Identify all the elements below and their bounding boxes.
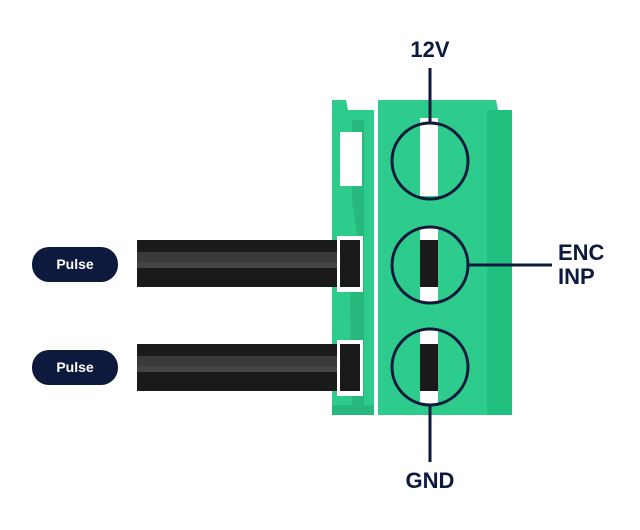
pulse-pill-1-label: Pulse xyxy=(56,256,94,272)
slot-gnd-wire xyxy=(420,344,438,391)
pulse-pill-2-bg xyxy=(32,350,118,385)
terminal-slot-gnd xyxy=(420,330,438,404)
terminal-block-edge-shade xyxy=(487,110,512,415)
label-inp: INP xyxy=(558,264,595,289)
wire-1-in-block-inner xyxy=(340,240,360,287)
wire-1 xyxy=(137,236,363,292)
terminal-block-top-notch xyxy=(340,132,362,186)
slot-enc-wire xyxy=(420,240,438,287)
terminal-slot-enc xyxy=(420,228,438,302)
label-gnd: GND xyxy=(406,468,455,493)
terminal-block xyxy=(332,100,512,415)
wire-1-sheen xyxy=(137,262,337,268)
label-enc: ENC xyxy=(558,240,605,265)
pulse-pill-1-bg xyxy=(32,247,118,282)
wire-2 xyxy=(137,340,363,396)
wire-2-in-block-inner xyxy=(340,344,360,391)
pulse-pill-1: Pulse xyxy=(32,247,118,282)
terminal-block-divider xyxy=(374,100,378,415)
terminal-block-bottom-step xyxy=(332,405,374,415)
wire-2-sheen xyxy=(137,366,337,372)
pulse-pill-2: Pulse xyxy=(32,350,118,385)
slot-12v-opening xyxy=(420,118,438,196)
terminal-slot-12v xyxy=(420,118,438,196)
wire-2-highlight xyxy=(137,356,337,366)
pulse-pill-2-label: Pulse xyxy=(56,359,94,375)
wire-1-highlight xyxy=(137,252,337,262)
label-12v: 12V xyxy=(410,37,449,62)
terminal-block-main-section xyxy=(378,100,512,415)
